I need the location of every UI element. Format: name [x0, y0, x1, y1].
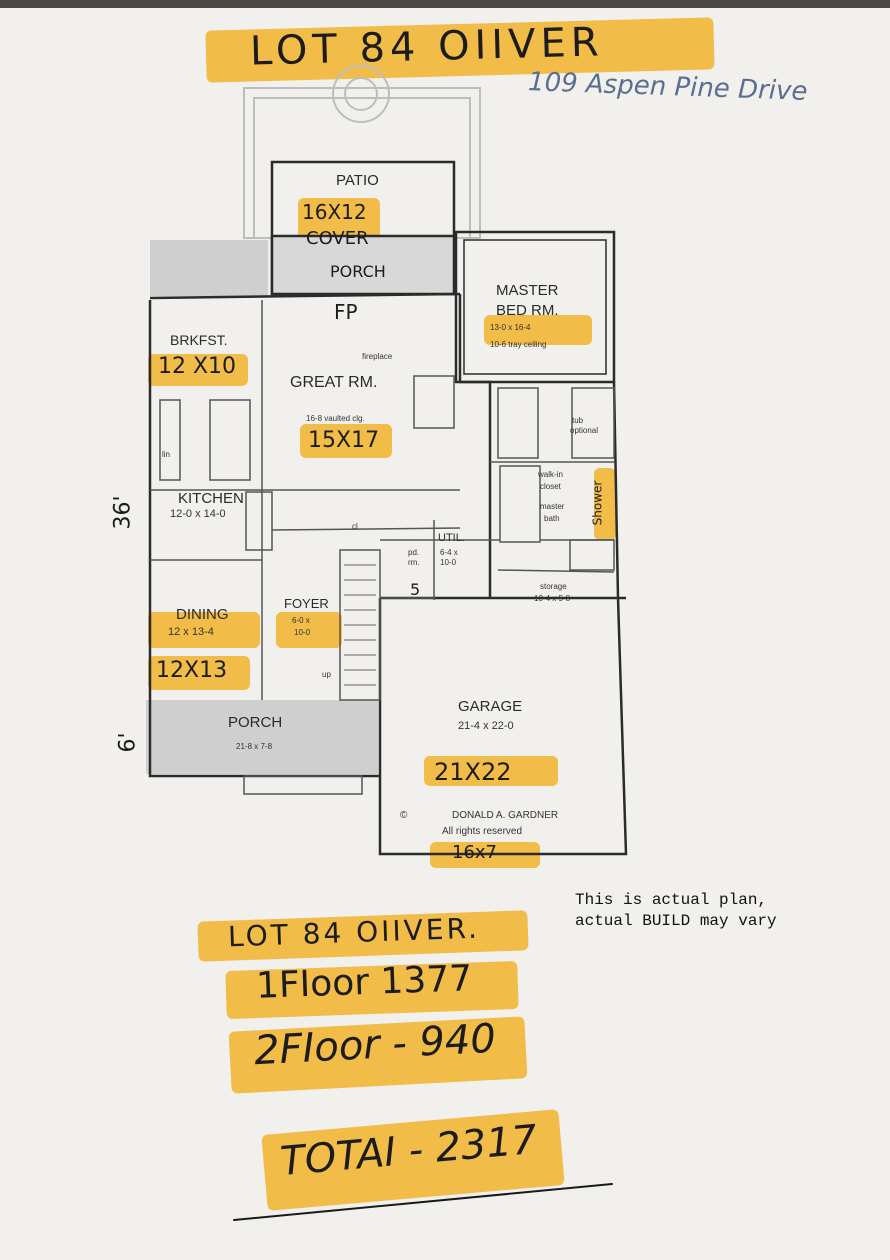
garage-door-note: 16x7	[452, 842, 498, 863]
closet-label: cl	[352, 522, 358, 531]
garage-label: GARAGE	[458, 698, 523, 715]
fp-note: FP	[334, 300, 358, 324]
great-room-label: GREAT RM.	[290, 374, 378, 391]
dining-note-highlight	[148, 656, 250, 690]
dining-note: 12X13	[156, 658, 228, 683]
porch-dims: 21-8 x 7-8	[236, 742, 273, 751]
util-label: UTIL.	[438, 532, 465, 544]
master-ceiling: 10-6 tray ceiling	[490, 340, 547, 349]
garage-note: 21X22	[434, 758, 512, 786]
patio-label: PATIO	[336, 172, 379, 189]
garage-copyright: ©	[400, 810, 408, 821]
brkfst-label: BRKFST.	[170, 332, 228, 348]
handwritten-underlines	[233, 1183, 613, 1221]
patio-porch-note: PORCH	[330, 262, 386, 281]
dining-label: DINING	[176, 606, 229, 623]
side-deck-shading	[146, 240, 378, 774]
master-bath-label-2: bath	[544, 514, 560, 523]
fireplace-label: fireplace	[362, 352, 393, 361]
great-room-note: 15X17	[308, 428, 380, 453]
dining-dims: 12 x 13-4	[168, 626, 214, 638]
porch-label: PORCH	[228, 714, 283, 731]
lot-title: LOT 84 OIIVER	[249, 19, 605, 75]
powder-room-label-2: rm.	[408, 558, 420, 567]
patio-note: 16X12	[302, 200, 367, 224]
foyer-highlight	[276, 612, 342, 648]
master-label-1: MASTER	[496, 282, 559, 299]
kitchen-label: KITCHEN	[178, 490, 244, 507]
storage-label: storage	[540, 582, 567, 591]
master-bath-label-1: master	[540, 502, 565, 511]
stair-lines	[344, 564, 376, 686]
foyer-dims-2: 10-0	[294, 628, 311, 637]
kitchen-dims: 12-0 x 14-0	[170, 508, 226, 520]
master-label-2: BED RM.	[496, 302, 559, 319]
summary-floor-1: 1FIoor 1377	[255, 958, 473, 1007]
tub-label-1: tub	[572, 416, 584, 425]
garage-dims: 21-4 x 22-0	[458, 720, 514, 732]
great-room-ceiling: 16-8 vaulted clg.	[306, 414, 365, 423]
brkfst-highlight	[148, 354, 248, 386]
foyer-dims-1: 6-0 x	[292, 616, 310, 625]
dimension-note-36: 36'	[110, 495, 136, 530]
disclaimer-line-2: actual BUILD may vary	[575, 912, 777, 930]
tub-label-2: optional	[570, 426, 599, 435]
walk-in-label-1: walk-in	[538, 470, 563, 479]
patio-cover-note: COVER	[306, 228, 369, 249]
brkfst-note: 12 X10	[158, 354, 237, 379]
master-dims: 13-0 x 16-4	[490, 323, 531, 332]
walk-in-label-2: closet	[540, 482, 561, 491]
powder-room-label-1: pd.	[408, 548, 420, 557]
interior-walls	[150, 300, 615, 795]
linen-label: lin	[162, 450, 171, 459]
foyer-label: FOYER	[284, 596, 329, 611]
shower-highlight	[594, 468, 616, 540]
designer-credit: DONALD A. GARDNER	[452, 810, 559, 821]
stair-up-label: up	[322, 670, 331, 679]
util-dims-1: 6-4 x	[440, 548, 458, 557]
shower-note: Shower	[590, 480, 605, 526]
storage-dims: 10-4 x 5-8	[534, 594, 571, 603]
exterior-walls	[148, 160, 628, 856]
great-highlight	[300, 424, 392, 458]
master-highlight	[484, 315, 592, 345]
garage-highlight	[424, 756, 558, 786]
rights-reserved: All rights reserved	[442, 826, 523, 837]
dining-highlight	[148, 612, 260, 648]
util-dims-2: 10-0	[440, 558, 457, 567]
dimension-note-5: 5	[410, 580, 421, 599]
disclaimer-line-1: This is actual plan,	[575, 891, 768, 909]
dimension-note-6: 6'	[115, 732, 141, 753]
